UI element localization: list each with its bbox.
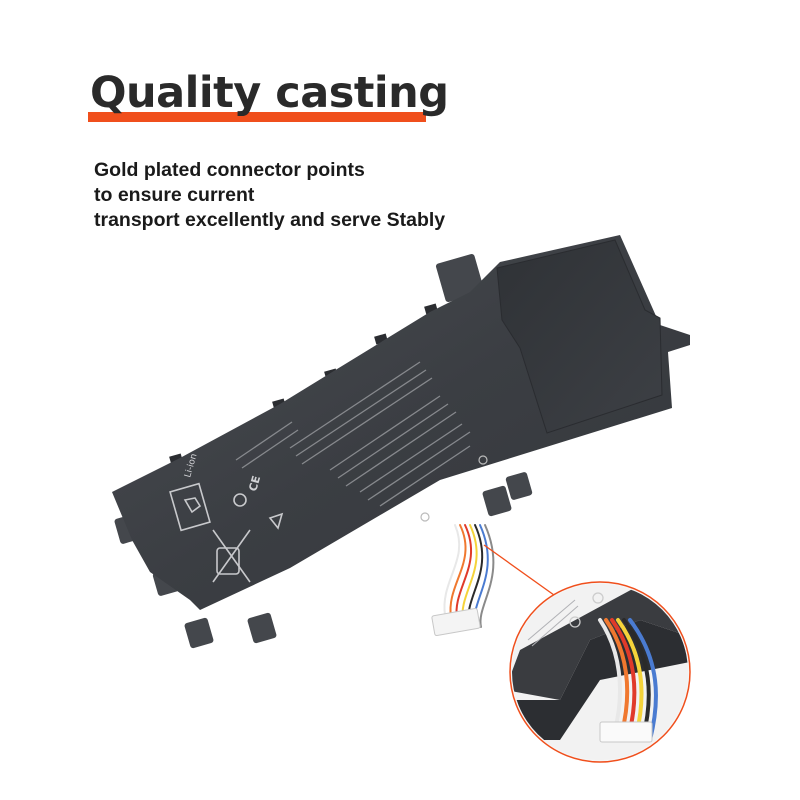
connector-cable [431,524,495,637]
description-line-3: transport excellently and serve Stably [94,209,446,231]
description-line-1: Gold plated connector points [94,159,365,181]
headline: Quality casting [90,68,449,118]
svg-text:CE: CE [246,474,263,493]
description: Gold plated connector points to ensure c… [94,158,445,233]
description-line-2: to ensure current [94,184,255,206]
ce-mark: CE [246,474,263,493]
connector-zoom-detail [509,581,691,763]
headline-underline [88,112,426,122]
battery-body: Li-ion CE [112,235,690,649]
headline-block: Quality casting [88,70,449,130]
